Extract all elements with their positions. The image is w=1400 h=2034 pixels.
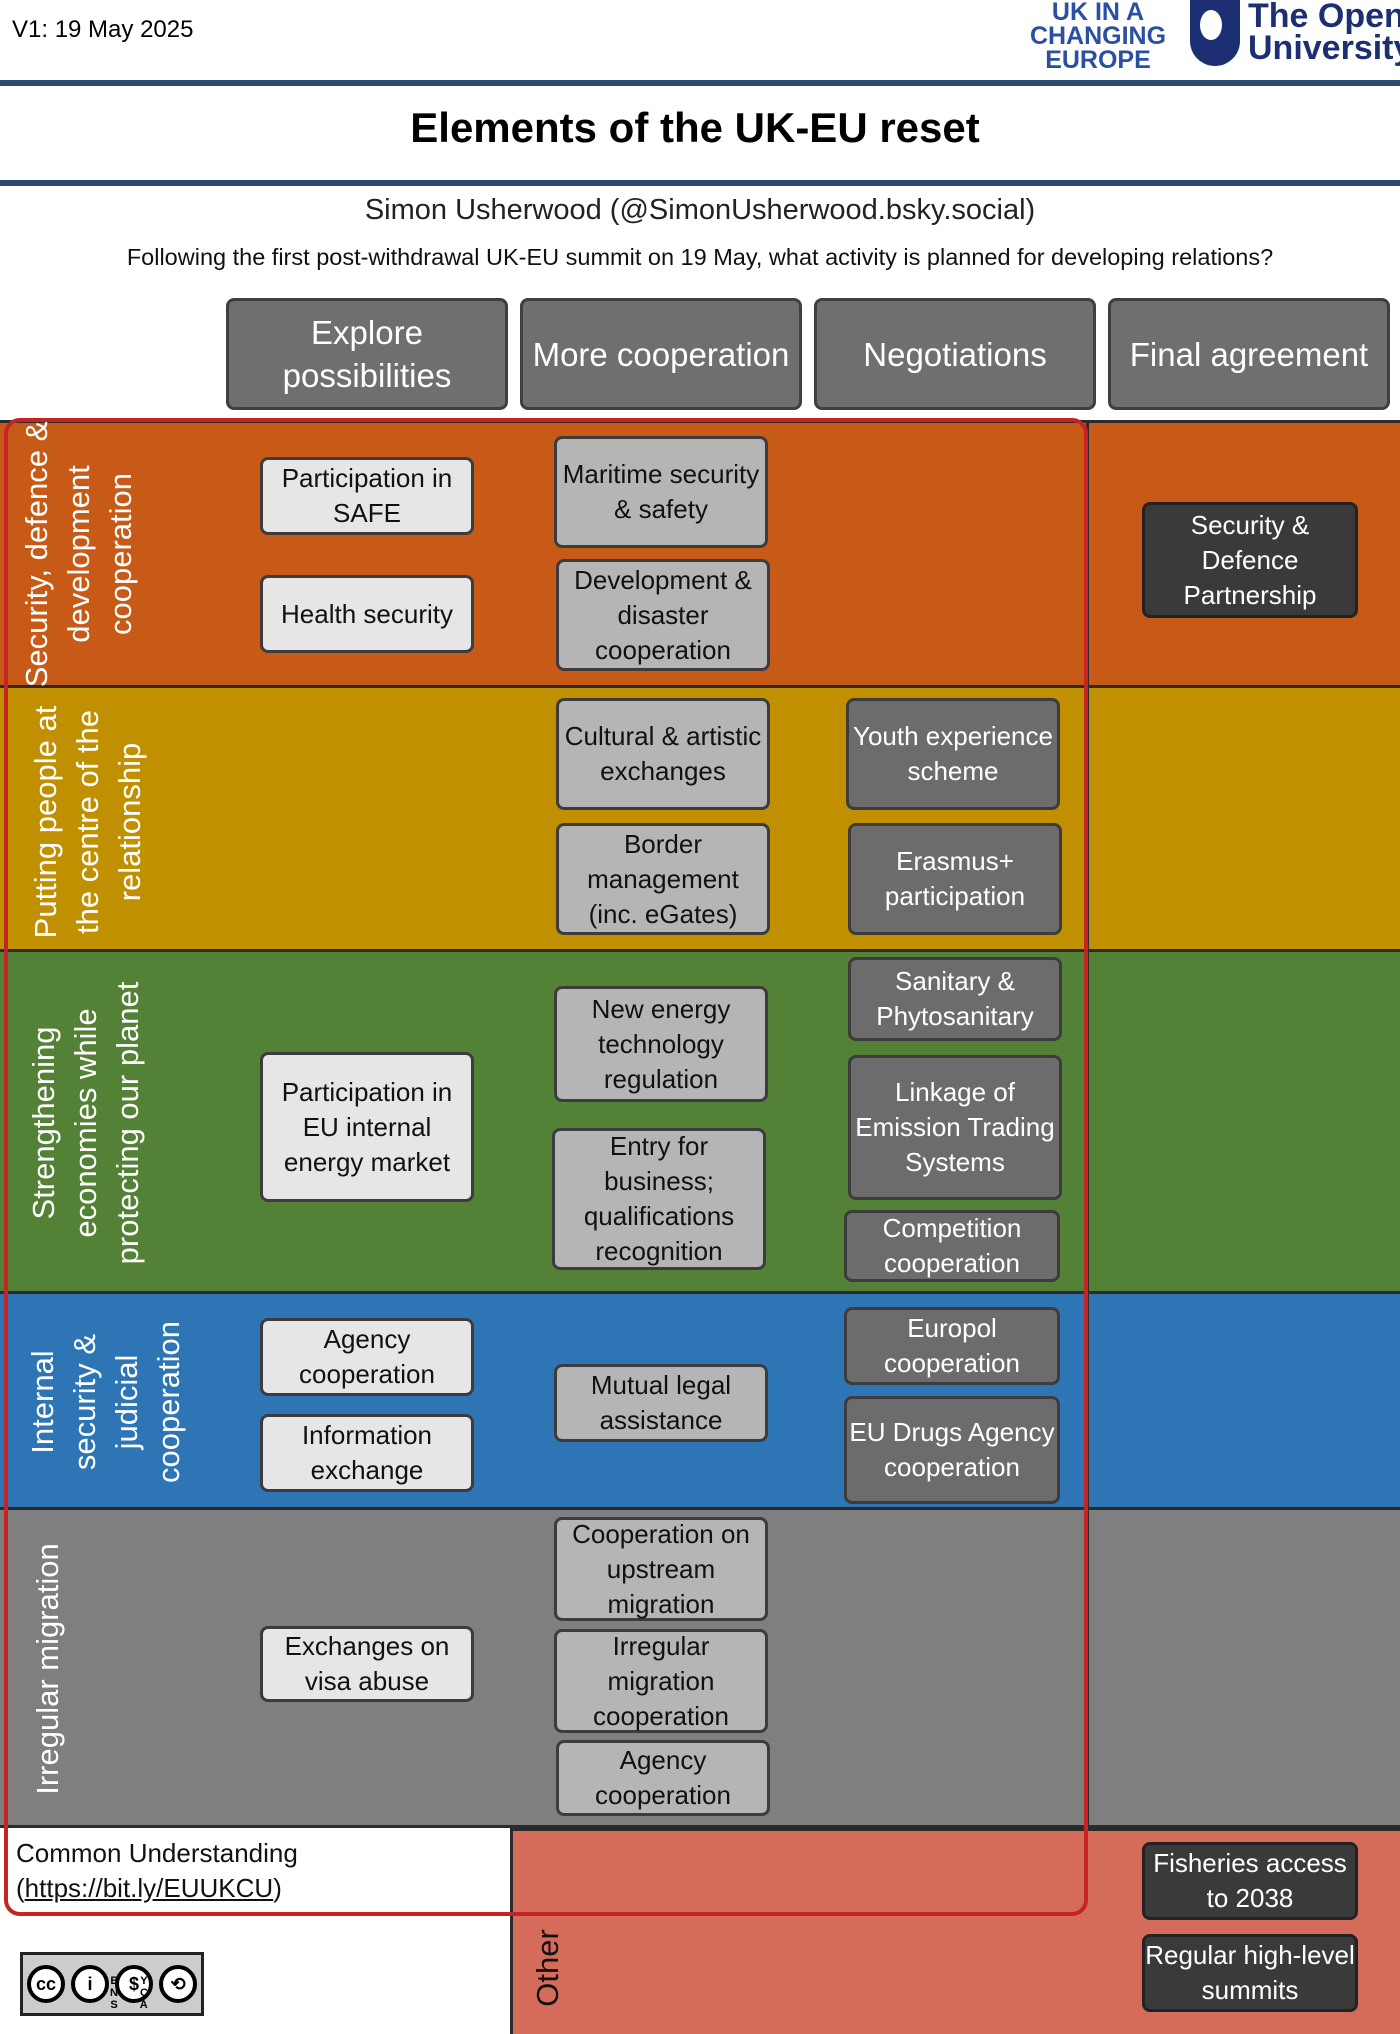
cc-icon: cc (27, 1965, 65, 2003)
item-agency-cooperation-migration: Agency cooperation (556, 1740, 770, 1816)
page-title: Elements of the UK-EU reset (410, 104, 980, 151)
item-competition: Competition cooperation (844, 1210, 1060, 1282)
ukice-logo-line: UK IN A (1051, 0, 1145, 26)
item-security-defence-partnership: Security & Defence Partnership (1142, 502, 1358, 618)
item-maritime-security: Maritime security & safety (554, 436, 768, 548)
ou-logo-line: The Open (1248, 0, 1400, 35)
by-icon: i (71, 1965, 109, 2003)
title-rule (0, 180, 1400, 186)
item-participation-safe: Participation in SAFE (260, 457, 474, 535)
subtitle: Following the first post-withdrawal UK-E… (126, 244, 1274, 270)
item-information-exchange: Information exchange (260, 1414, 474, 1492)
common-understanding: Common Understanding (https://bit.ly/EUU… (16, 1836, 298, 1906)
common-understanding-panel (0, 1830, 510, 1920)
item-agency-cooperation: Agency cooperation (260, 1318, 474, 1396)
item-upstream-migration: Cooperation on upstream migration (554, 1517, 768, 1621)
ou-logo-line: University (1248, 29, 1400, 67)
item-visa-abuse: Exchanges on visa abuse (260, 1626, 474, 1702)
item-border-management: Border management (inc. eGates) (556, 823, 770, 935)
version-label: V1: 19 May 2025 (12, 16, 194, 43)
nc-icon: $ (115, 1965, 153, 2003)
item-health-security: Health security (260, 575, 474, 653)
open-university-logo-mark (1190, 0, 1240, 66)
item-high-level-summits: Regular high-level summits (1142, 1934, 1358, 2012)
column-header-negotiations: Negotiations (814, 298, 1096, 410)
band-label-other: Other (530, 1929, 565, 2007)
item-energy-market: Participation in EU internal energy mark… (260, 1052, 474, 1202)
creative-commons-badge: cc i $ ⟲ BY NC SA (20, 1952, 204, 2016)
item-mutual-legal-assistance: Mutual legal assistance (554, 1364, 768, 1442)
item-fisheries: Fisheries access to 2038 (1142, 1842, 1358, 1920)
column-header-cooperation: More cooperation (520, 298, 802, 410)
ukice-logo-line: CHANGING (1029, 22, 1167, 50)
common-understanding-label: Common Understanding (16, 1838, 298, 1868)
cc-license-terms: BY NC SA (110, 1975, 170, 2011)
item-eu-drugs-agency: EU Drugs Agency cooperation (844, 1396, 1060, 1504)
common-understanding-frame (4, 418, 1088, 1916)
open-university-logo: The Open University (1248, 0, 1400, 67)
ukice-logo: UK IN A CHANGING EUROPE (1018, 0, 1178, 74)
common-understanding-link-line: (https://bit.ly/EUUKCU) (16, 1873, 282, 1903)
common-understanding-link[interactable]: https://bit.ly/EUUKCU (24, 1873, 274, 1903)
item-development-cooperation: Development & disaster cooperation (556, 559, 770, 671)
item-irregular-migration: Irregular migration cooperation (554, 1629, 768, 1733)
item-erasmus: Erasmus+ participation (848, 823, 1062, 935)
author: Simon Usherwood (@SimonUsherwood.bsky.so… (364, 194, 1036, 226)
ukice-logo-line: EUROPE (1045, 46, 1151, 74)
item-youth-experience: Youth experience scheme (846, 698, 1060, 810)
column-header-explore: Explore possibilities (226, 298, 508, 410)
item-cultural-exchanges: Cultural & artistic exchanges (556, 698, 770, 810)
item-europol: Europol cooperation (844, 1307, 1060, 1385)
item-business-entry: Entry for business; qualifications recog… (552, 1128, 766, 1270)
header-rule (0, 80, 1400, 86)
item-sps: Sanitary & Phytosanitary (848, 957, 1062, 1041)
item-ets-linkage: Linkage of Emission Trading Systems (848, 1055, 1062, 1200)
item-energy-technology: New energy technology regulation (554, 986, 768, 1102)
sa-icon: ⟲ (159, 1965, 197, 2003)
column-header-final: Final agreement (1108, 298, 1390, 410)
